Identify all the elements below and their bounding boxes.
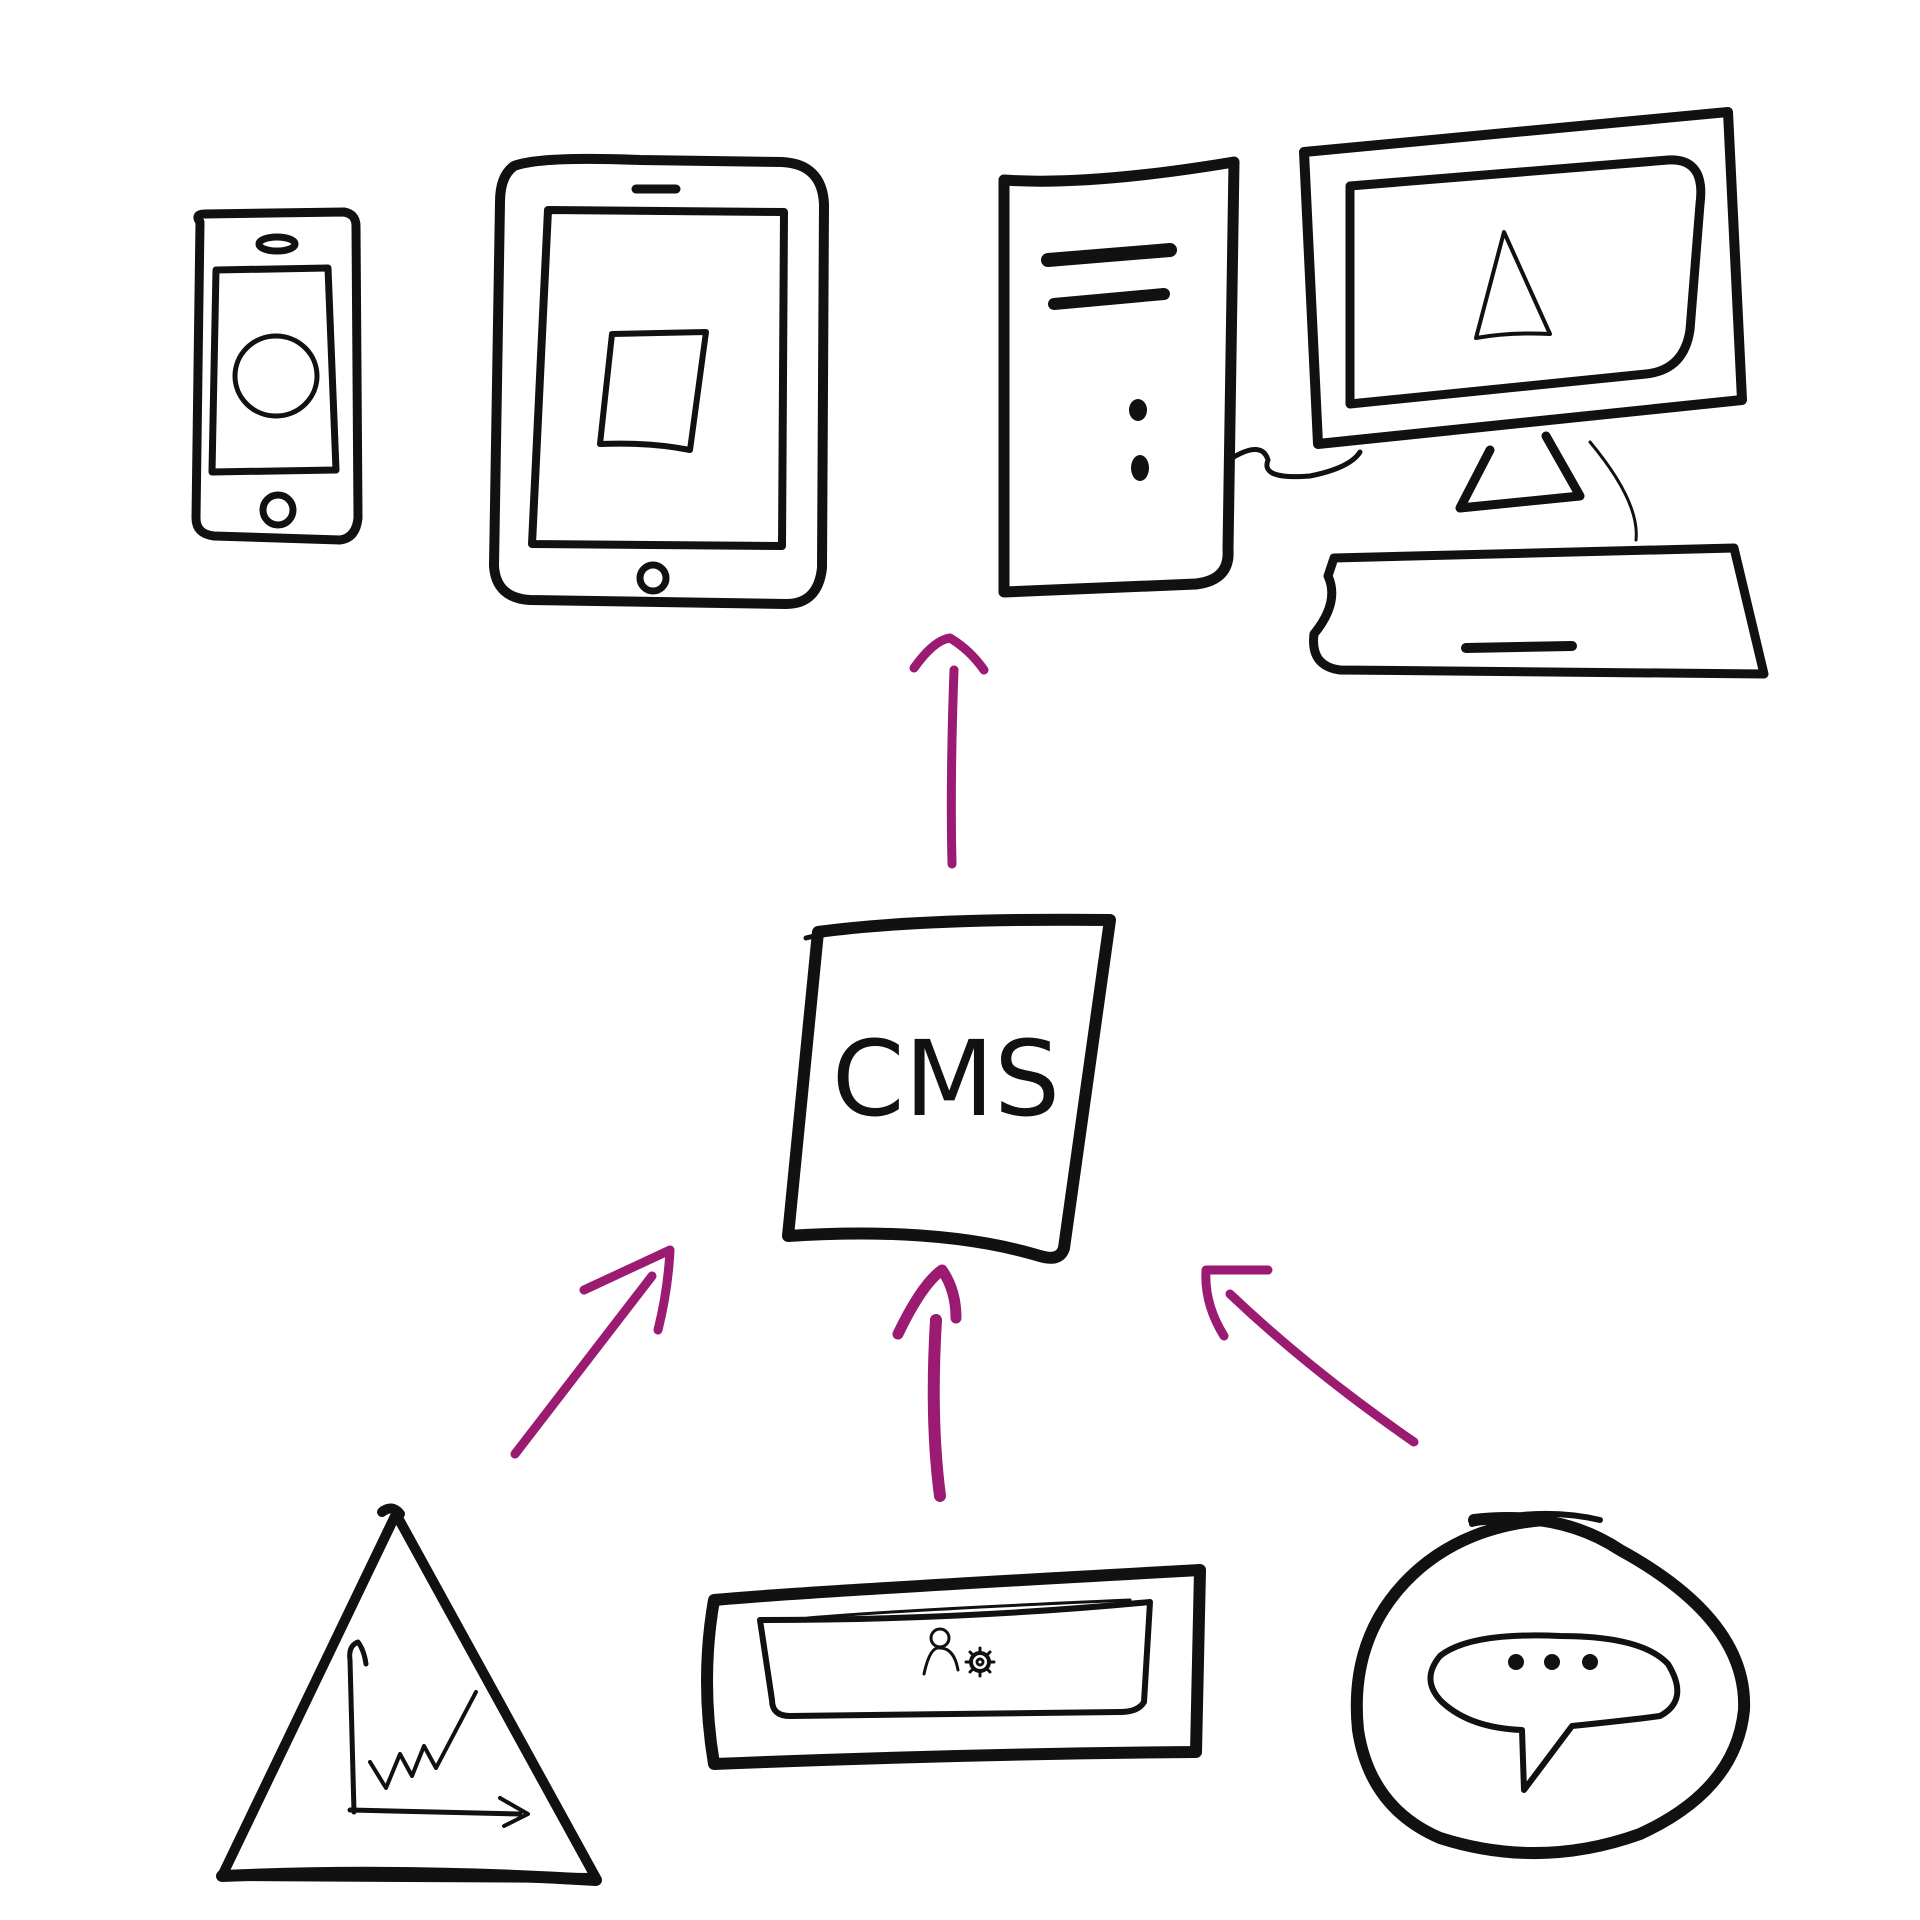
arrow-from-chat (1201, 1265, 1419, 1447)
cms-box: CMS (782, 913, 1116, 1264)
arrow-to-devices (909, 633, 989, 869)
analytics-triangle-icon (216, 1503, 602, 1886)
arrow-from-analytics (510, 1245, 675, 1459)
desktop-computer-icon (998, 107, 1769, 679)
smartphone-icon (191, 207, 363, 545)
tablet-icon (489, 153, 829, 609)
arrow-from-settings (892, 1264, 962, 1502)
user-gear-icon (922, 1627, 996, 1678)
chat-bubble-icon (1350, 1510, 1751, 1860)
cms-label: CMS (832, 1018, 1060, 1140)
user-settings-panel-icon (701, 1564, 1206, 1770)
